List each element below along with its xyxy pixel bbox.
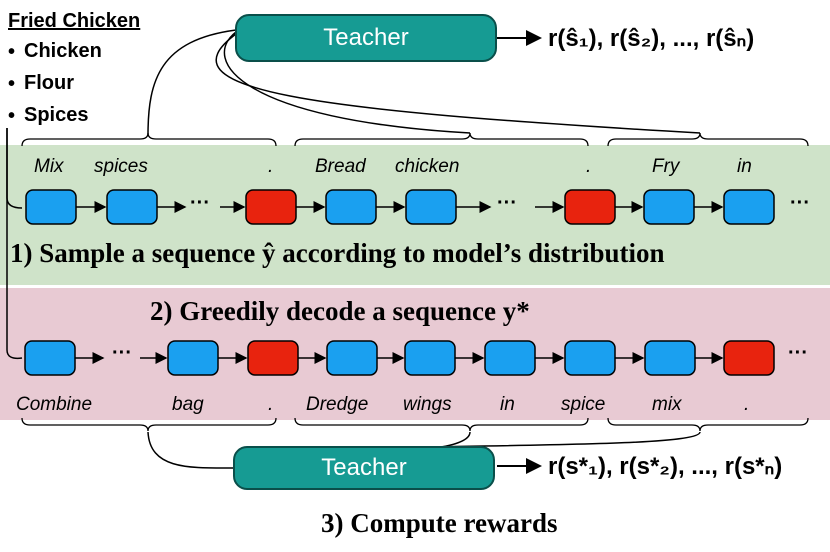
recipe-connector [6,128,23,360]
brace-sampled [21,132,277,147]
token-box [564,340,616,376]
end-token-box [245,189,297,225]
recipe-bullet: • [8,73,16,95]
teacher-box-bottom: Teacher [233,446,495,490]
ellipsis: ··· [497,192,517,214]
end-token-box [564,189,616,225]
recipe-connector [6,128,23,209]
sampled-word: Fry [652,156,680,177]
sampled-word: chicken [395,156,460,177]
greedy-word: bag [172,394,204,415]
end-token-box [247,340,299,376]
sampled-word: in [737,156,752,177]
ellipsis: ··· [190,192,210,214]
ingredient-item: Spices [24,104,89,126]
token-box [644,340,696,376]
token-box [723,189,775,225]
ellipsis: ··· [790,192,810,214]
brace-sampled [294,132,589,147]
recipe-bullet: • [8,105,16,127]
greedy-word: in [500,394,515,415]
teacher-curve [215,33,701,134]
brace-greedy [607,417,809,432]
token-box [25,189,77,225]
teacher-curve [223,31,471,134]
recipe-title: Fried Chicken [8,10,141,32]
sampled-word: Bread [315,156,366,177]
teacher-label: Teacher [323,24,409,51]
token-box [404,340,456,376]
token-box [167,340,219,376]
greedy-word: wings [403,394,452,415]
greedy-word: . [744,394,750,415]
greedy-word: Combine [16,394,93,415]
brace-sampled [607,132,809,147]
sampled-word: . [268,156,274,177]
rewards-sampled: r(ŝ₁), r(ŝ₂), ..., r(ŝₙ) [548,25,755,52]
end-token-box [723,340,775,376]
greedy-word: mix [652,394,682,415]
step-3-label: 3) Compute rewards [321,508,558,538]
ingredient-item: Flour [24,72,74,94]
token-box [484,340,536,376]
brace-greedy [294,417,589,432]
token-box [326,340,378,376]
token-box [405,189,457,225]
teacher-label: Teacher [321,454,407,481]
greedy-word: Dredge [306,394,369,415]
ingredient-item: Chicken [24,40,102,62]
recipe-bullet: • [8,41,16,63]
teacher-curve [147,431,235,469]
ellipsis: ··· [112,342,132,364]
step-2-label: 2) Greedily decode a sequence y* [150,296,530,326]
teacher-curve [147,29,237,136]
sampled-token-row [25,189,775,225]
sampled-word: Mix [34,156,64,177]
token-box [325,189,377,225]
greedy-word: spice [561,394,606,415]
teacher-box-top: Teacher [235,14,497,62]
sampled-word: spices [94,156,148,177]
greedy-word: . [268,394,274,415]
token-box [24,340,76,376]
token-box [106,189,158,225]
greedy-token-row [24,340,775,376]
token-box [643,189,695,225]
brace-greedy [21,417,277,432]
ellipsis: ··· [788,342,808,364]
rewards-greedy: r(s*₁), r(s*₂), ..., r(s*ₙ) [548,453,783,480]
sampled-word: . [586,156,592,177]
step-1-label: 1) Sample a sequence ŷ according to mode… [10,238,665,268]
